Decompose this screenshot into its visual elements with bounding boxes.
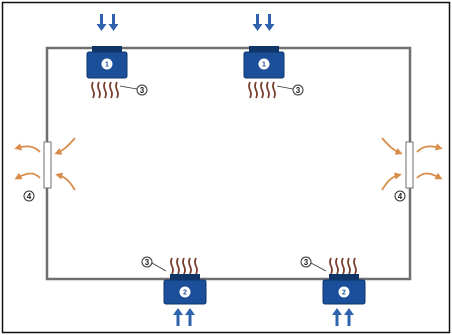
- curved-air-arrow-icon: [14, 137, 76, 191]
- callout-label: 3: [145, 258, 150, 267]
- wavy-heat-lines-icon: [91, 81, 119, 99]
- callout-circle: [394, 190, 406, 202]
- unit-number: 1: [262, 62, 266, 69]
- unit-number: 2: [183, 290, 187, 297]
- window-right: 4: [381, 137, 443, 202]
- unit-number-badge: [101, 58, 113, 70]
- callout-leader: [276, 85, 294, 90]
- double-down-arrow-icon: [96, 14, 119, 31]
- supply-unit-collar: [92, 46, 122, 53]
- callout-circle: [141, 256, 153, 268]
- callout-circle: [23, 190, 35, 202]
- callout-label: 4: [398, 192, 403, 201]
- wavy-heat-lines-icon: [248, 81, 276, 99]
- unit-number: 1: [105, 62, 109, 69]
- callout-label: 3: [140, 86, 145, 95]
- double-down-arrow-icon: [252, 14, 275, 31]
- unit-number-badge: [258, 58, 270, 70]
- callout-label: 4: [27, 192, 32, 201]
- curved-air-arrow-icon: [381, 137, 443, 191]
- supply-unit-right: 1 3: [243, 14, 304, 99]
- unit-number-badge: [338, 286, 350, 298]
- callout-circle: [300, 256, 312, 268]
- callout-circle: [292, 84, 304, 96]
- supply-unit-left: 1 3: [86, 14, 148, 99]
- callout-leader: [310, 262, 327, 272]
- callout-circle: [136, 84, 148, 96]
- exhaust-unit-right: 3 2: [300, 256, 366, 326]
- supply-unit-collar: [249, 46, 279, 53]
- window-opening: [43, 141, 52, 189]
- wavy-heat-lines-icon: [329, 257, 357, 275]
- unit-number-badge: [179, 286, 191, 298]
- callout-leader: [119, 85, 138, 90]
- window-left: 4: [14, 137, 76, 202]
- callout-label: 3: [304, 258, 309, 267]
- wavy-heat-lines-icon: [170, 257, 198, 275]
- callout-leader: [151, 262, 167, 272]
- exhaust-unit-collar: [329, 274, 359, 282]
- unit-number: 2: [342, 290, 346, 297]
- exhaust-unit-left: 3 2: [141, 256, 207, 326]
- callout-label: 3: [296, 86, 301, 95]
- exhaust-unit-collar: [170, 274, 200, 282]
- double-up-arrow-icon: [332, 308, 354, 326]
- double-up-arrow-icon: [173, 308, 195, 326]
- window-opening: [405, 141, 414, 189]
